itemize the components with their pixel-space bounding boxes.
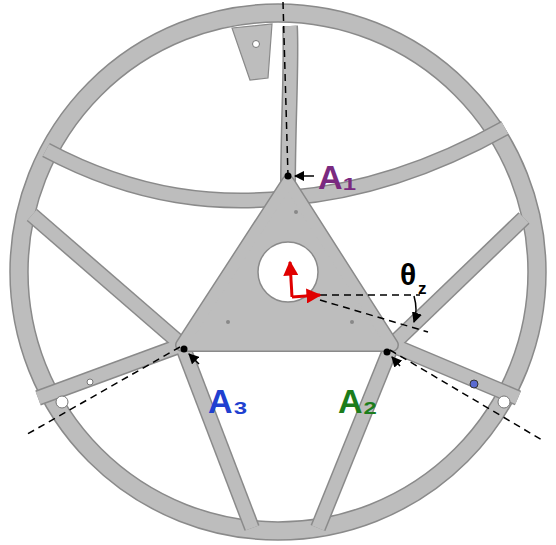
angle-symbol: θ: [400, 260, 416, 290]
point-label: A₁: [318, 160, 357, 194]
angle-subscript: z: [418, 280, 427, 297]
point-label: A₃: [208, 384, 248, 418]
point-label: A₂: [338, 384, 378, 418]
